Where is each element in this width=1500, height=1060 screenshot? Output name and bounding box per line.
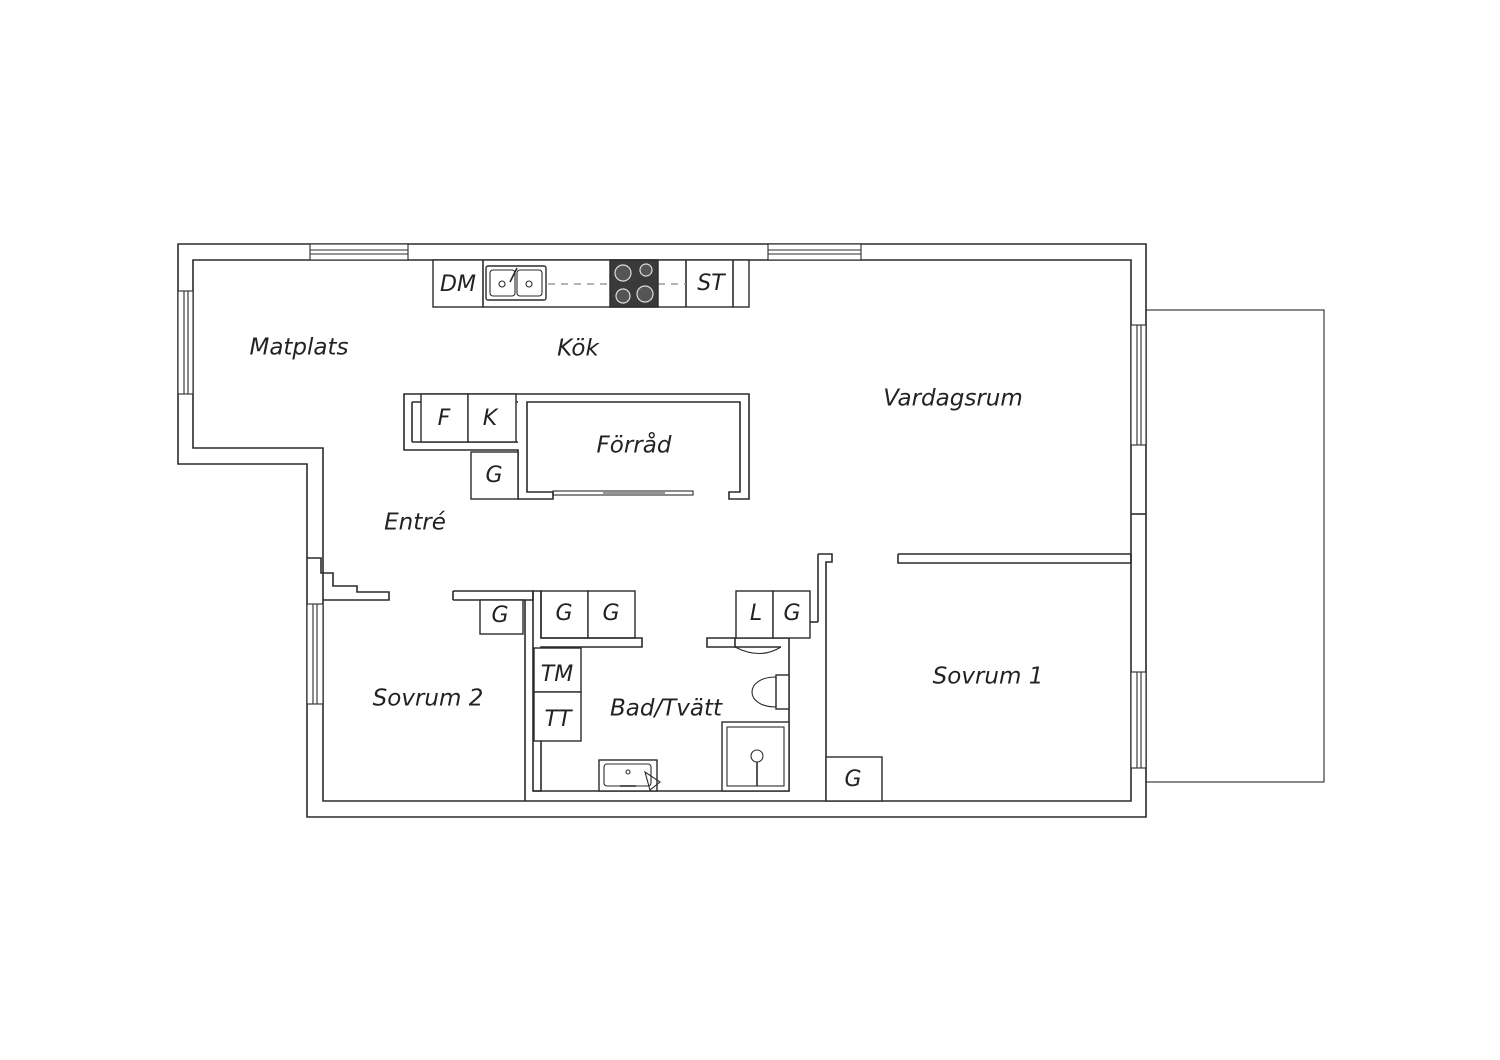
bath-sink-icon bbox=[598, 759, 661, 792]
windows bbox=[177, 243, 1147, 769]
window-matplats-top bbox=[309, 243, 409, 261]
wardrobe-entre-label: G bbox=[485, 463, 502, 488]
room-label-vardagsrum: Vardagsrum bbox=[883, 386, 1023, 412]
balcony bbox=[1145, 309, 1325, 783]
tumble-dryer-box bbox=[533, 691, 582, 742]
room-label-entre: Entré bbox=[384, 510, 446, 536]
wardrobe-entre-box bbox=[470, 451, 519, 500]
freezer-label: K bbox=[483, 406, 499, 431]
washing-machine-label: TM bbox=[541, 662, 573, 687]
wardrobe-bath-side-label: G bbox=[783, 601, 800, 626]
dishwasher-label: DM bbox=[440, 272, 476, 297]
outer-walls bbox=[177, 243, 1147, 818]
stove-hob-icon bbox=[609, 259, 659, 308]
toilet-icon bbox=[751, 674, 790, 710]
sovrum1-walls bbox=[810, 513, 1146, 801]
sliding-door bbox=[552, 490, 694, 496]
wardrobe-hall-1-label: G bbox=[555, 601, 572, 626]
freezer-box bbox=[467, 393, 517, 443]
linen-label: L bbox=[750, 601, 762, 626]
room-label-sovrum2: Sovrum 2 bbox=[373, 686, 484, 712]
window-vardagsrum-top bbox=[767, 243, 862, 261]
stove-cabinet-label: ST bbox=[697, 271, 726, 296]
wardrobe-sovrum2-box bbox=[479, 599, 524, 635]
shower-icon bbox=[721, 721, 790, 792]
wardrobe-bath-side-box bbox=[772, 590, 811, 639]
window-sovrum1-right bbox=[1130, 671, 1147, 769]
sink-icon bbox=[485, 265, 547, 301]
washing-machine-box bbox=[533, 647, 582, 693]
window-sovrum2-left bbox=[306, 603, 324, 705]
fridge-box bbox=[420, 393, 469, 443]
room-label-bad-tvatt: Bad/Tvätt bbox=[610, 696, 723, 722]
window-matplats-left bbox=[177, 290, 194, 395]
room-label-matplats: Matplats bbox=[249, 335, 348, 361]
window-vardagsrum-right bbox=[1130, 324, 1147, 446]
room-label-kok: Kök bbox=[557, 336, 600, 362]
wardrobe-sovrum2-label: G bbox=[491, 603, 508, 628]
wardrobe-hall-2-box bbox=[587, 590, 636, 639]
wardrobe-sovrum1-box bbox=[825, 756, 883, 802]
wardrobe-hall-2-label: G bbox=[602, 601, 619, 626]
wardrobe-hall-1-box bbox=[540, 590, 589, 639]
tumble-dryer-label: TT bbox=[545, 707, 573, 732]
linen-box bbox=[735, 590, 774, 639]
entry-steps bbox=[307, 557, 390, 601]
wardrobe-sovrum1-label: G bbox=[844, 767, 861, 792]
room-label-forrad: Förråd bbox=[597, 431, 672, 459]
fridge-label: F bbox=[438, 406, 451, 431]
room-label-sovrum1: Sovrum 1 bbox=[933, 664, 1044, 690]
